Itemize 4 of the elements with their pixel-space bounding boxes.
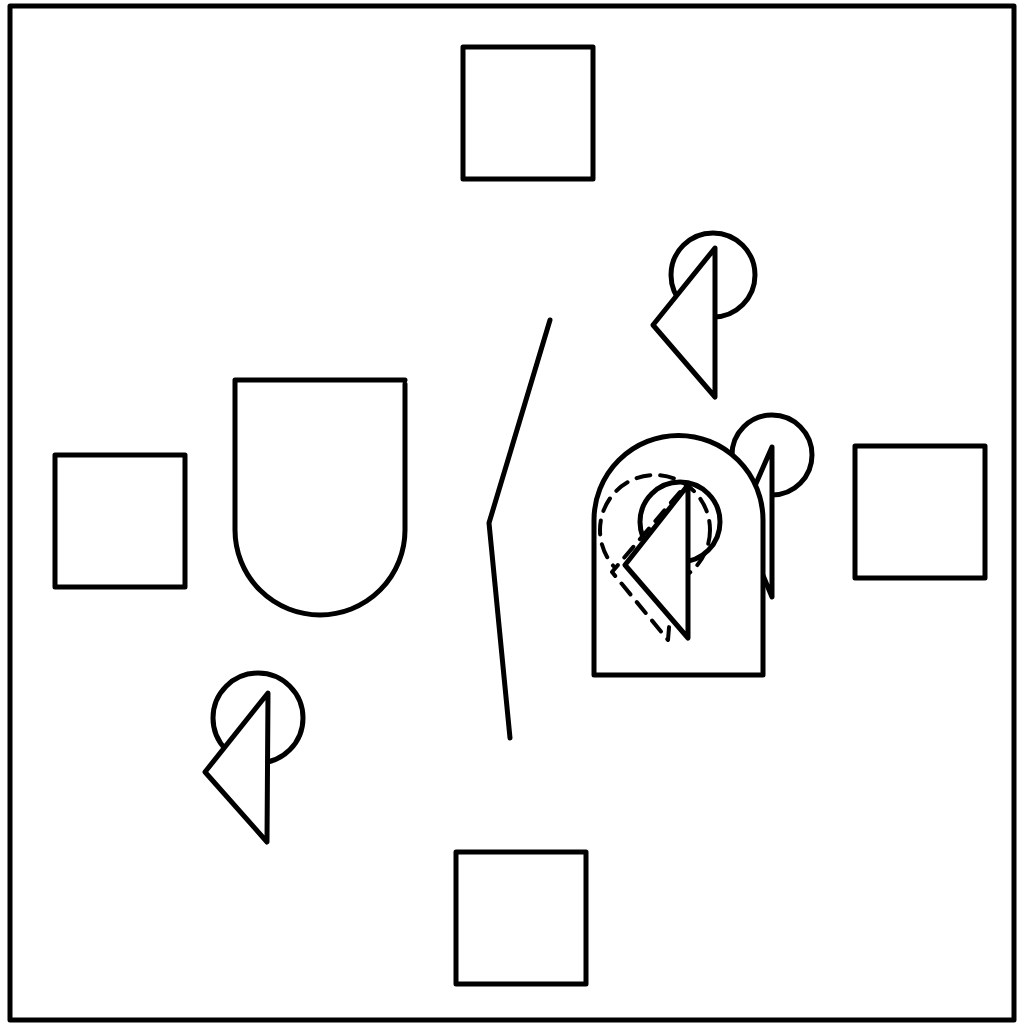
square-outline	[52, 452, 188, 590]
square-outline	[852, 443, 988, 581]
square-outline	[453, 849, 589, 987]
square-outline	[460, 44, 596, 182]
